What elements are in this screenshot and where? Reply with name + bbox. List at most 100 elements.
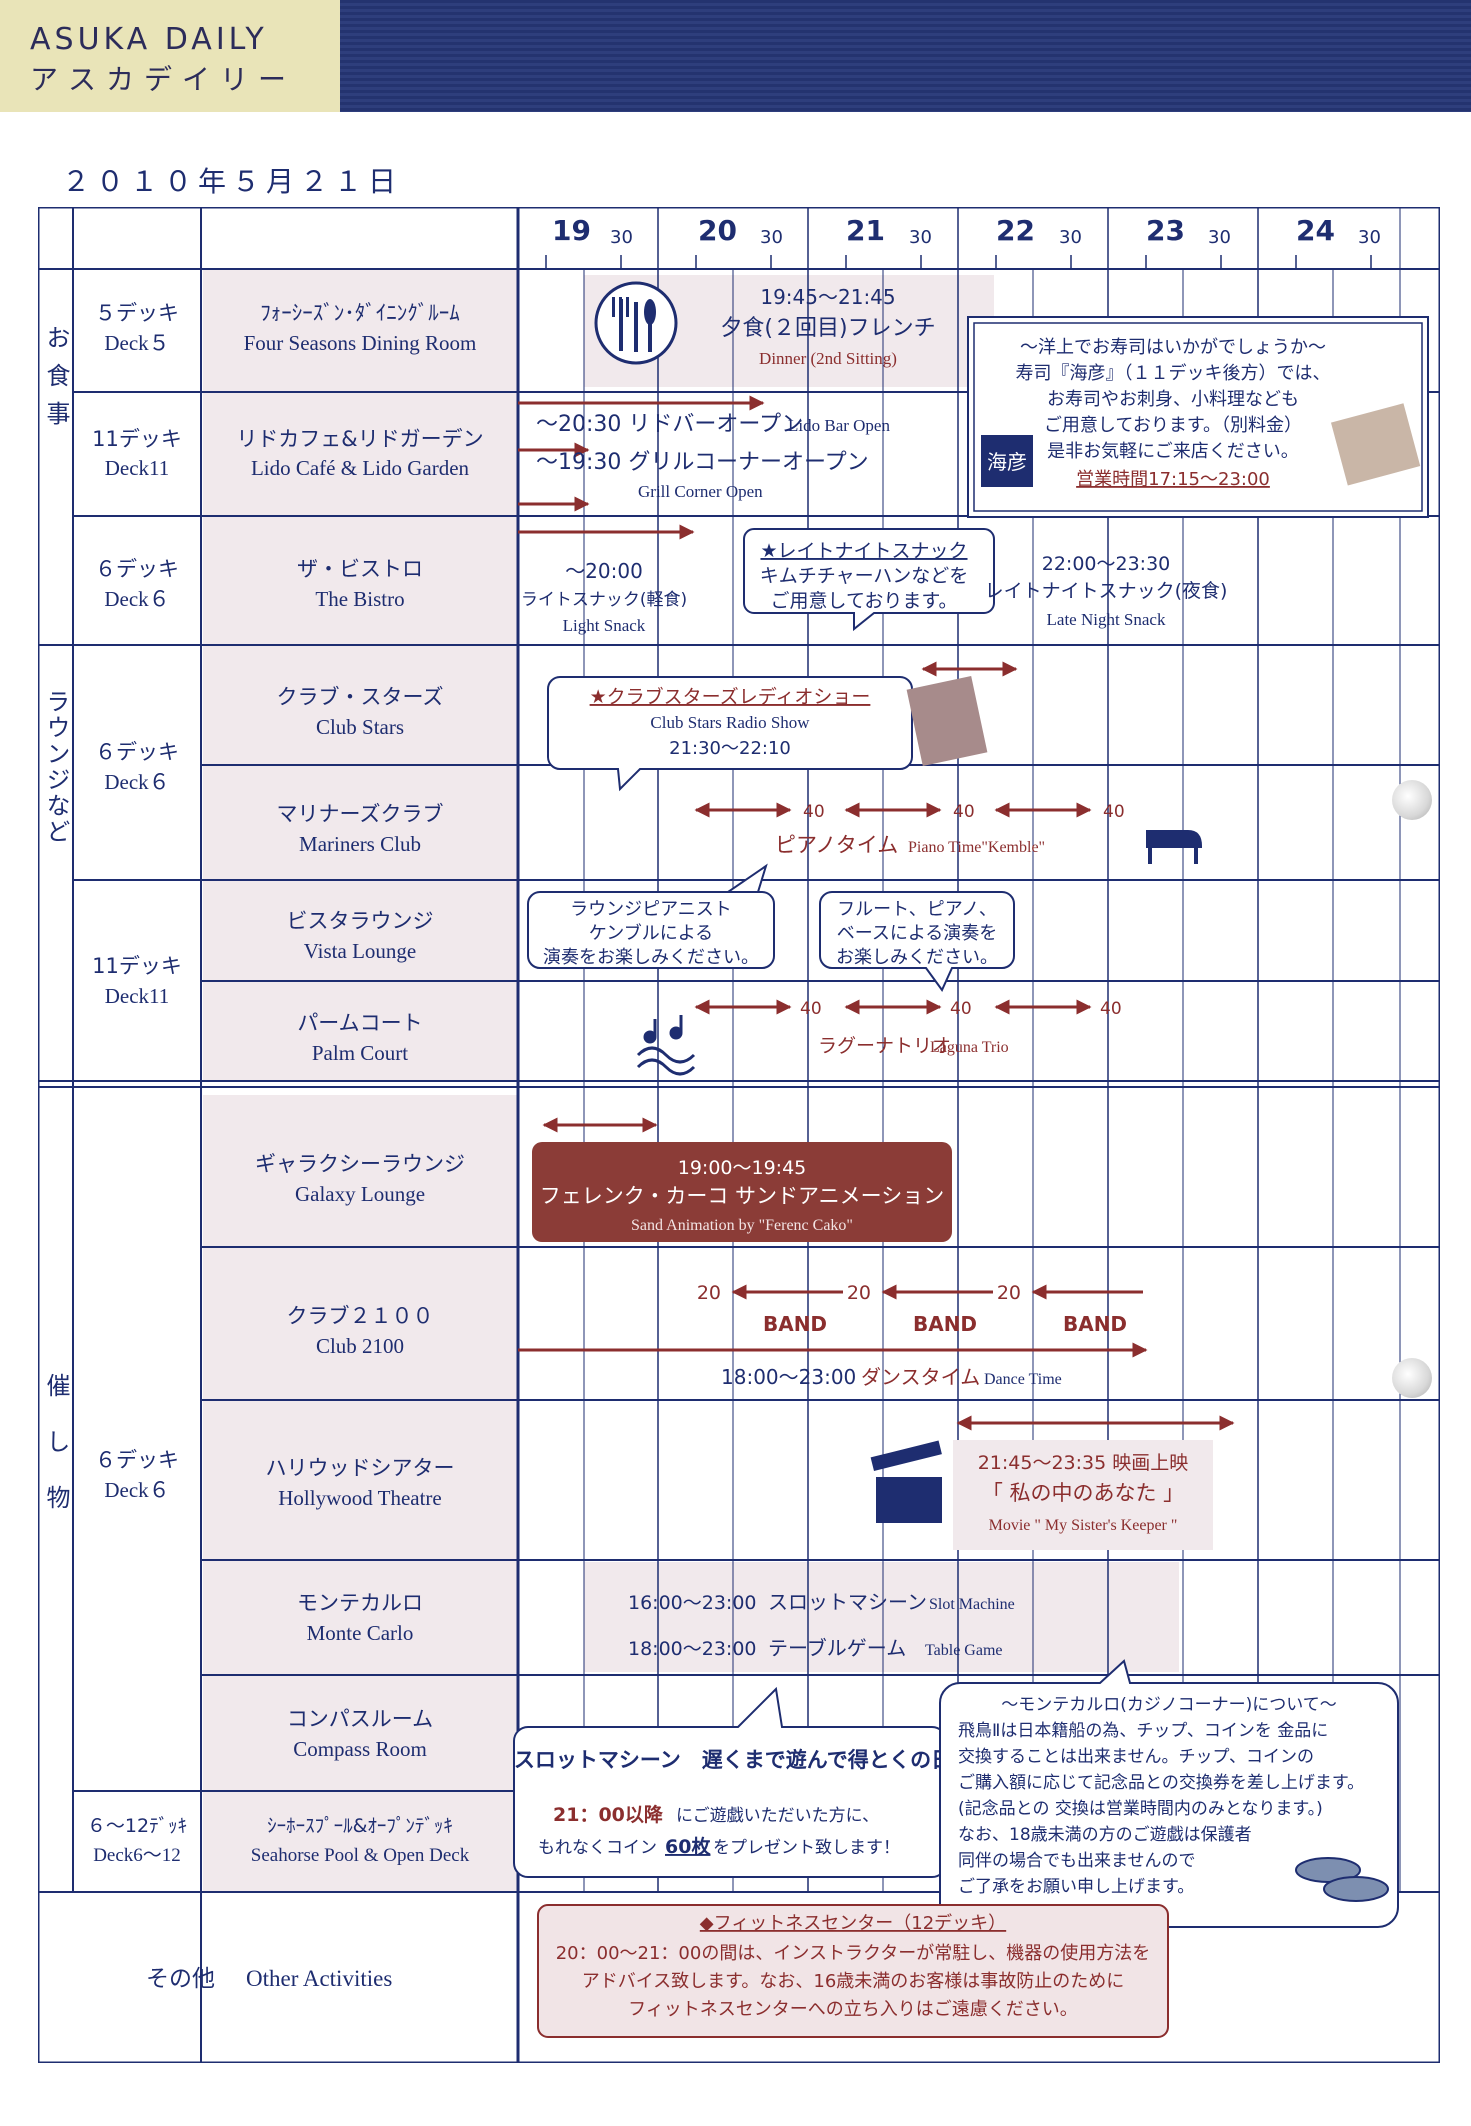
light-snack-en: Light Snack (563, 616, 646, 635)
time-label-30: 30 (760, 227, 783, 248)
promo-highlight-time: 21：00以降 (553, 1803, 664, 1826)
light-snack-time: ～20:00 (565, 559, 643, 583)
venue-mariners-en: Mariners Club (299, 832, 421, 856)
dance-time: 18:00～23:00 (721, 1365, 856, 1389)
venue-lido: リドカフェ&リドガーデン (236, 427, 483, 451)
band-20b: 20 (847, 1282, 871, 1304)
sushi-line1: ～洋上でお寿司はいかがでしょうか～ (1020, 337, 1326, 358)
venue-club2100-en: Club 2100 (316, 1334, 404, 1358)
kemble-line3: 演奏をお楽しみください。 (543, 947, 759, 968)
dance-en: Dance Time (984, 1371, 1062, 1388)
table-time: 18:00～23:00 (628, 1638, 757, 1660)
radio-show-en: Club Stars Radio Show (650, 713, 810, 732)
time-label-24: 24 (1296, 214, 1335, 247)
venue-names: ﾌｫｰｼｰｽﾞﾝ･ﾀﾞｲﾆﾝｸﾞﾙｰﾑ Four Seasons Dining … (236, 301, 483, 1866)
venue-lido-en: Lido Café & Lido Garden (251, 456, 470, 480)
time-label-20: 20 (698, 214, 737, 247)
sand-title: フェレンク・カーコ サンドアニメーション (540, 1184, 944, 1208)
piano-time-en: Piano Time"Kemble" (908, 839, 1045, 856)
casino-line7: 同伴の場合でも出来ませんので (958, 1851, 1196, 1871)
sand-animation-event: 19:00～19:45 フェレンク・カーコ サンドアニメーション Sand An… (532, 1117, 952, 1242)
venue-four-seasons-en: Four Seasons Dining Room (244, 331, 477, 355)
cutlery-icon (612, 297, 656, 352)
fitness-notice: ◆フィットネスセンター（12デッキ） 20：00～21：00の間は、インストラク… (537, 1904, 1169, 2038)
dinner-en: Dinner (2nd Sitting) (759, 349, 897, 368)
radio-show-title: ★クラブスターズレディオショー (590, 685, 871, 708)
movie-en: Movie " My Sister's Keeper " (989, 1517, 1178, 1534)
kemble-callout (527, 863, 775, 969)
fitness-title: ◆フィットネスセンター（12デッキ） (700, 1913, 1006, 1934)
movie-panel (953, 1440, 1213, 1550)
deck-label-en: Deck6～12 (93, 1845, 181, 1866)
club-stars-events: ★クラブスターズレディオショー Club Stars Radio Show 21… (547, 661, 1018, 792)
piano-time: ピアノタイム (775, 833, 898, 857)
header-cream-panel (0, 0, 340, 112)
casino-line5: (記念品との 交換は営業時間内のみとなります。) (958, 1798, 1323, 1819)
deck-label-en: Deck11 (105, 984, 170, 1008)
venue-shading (203, 269, 1179, 1892)
band-20c: 20 (997, 1282, 1021, 1304)
venue-vista: ビスタラウンジ (287, 909, 434, 933)
fitness-box (537, 1904, 1169, 2038)
deck-label-en: Deck６ (104, 1478, 169, 1502)
piano-events: 40 40 40 ピアノタイム Piano Time"Kemble" (694, 802, 1203, 864)
time-label-23: 23 (1146, 214, 1185, 247)
late-callout-line1: ★レイトナイトスナック (760, 540, 967, 562)
table-en: Table Game (925, 1642, 1003, 1659)
venue-seahorse: ｼｰﾎｰｽﾌﾟｰﾙ&ｵｰﾌﾟﾝﾃﾞｯｷ (267, 1815, 453, 1837)
time-label-30: 30 (909, 227, 932, 248)
deck-label: ５デッキ (95, 301, 179, 325)
binder-hole (1392, 780, 1432, 820)
deck-label: 11デッキ (92, 954, 182, 978)
venue-bistro: ザ・ビストロ (297, 557, 423, 581)
radio-show-callout (547, 676, 913, 792)
time-label-22: 22 (996, 214, 1035, 247)
slot-time: 16:00～23:00 (628, 1592, 757, 1614)
time-label-21: 21 (846, 214, 885, 247)
time-label-30: 30 (1358, 227, 1381, 248)
flute-callout (819, 891, 1015, 992)
venue-vista-en: Vista Lounge (304, 939, 416, 963)
venue-bistro-en: The Bistro (315, 587, 404, 611)
venue-hollywood: ハリウッドシアター (266, 1456, 455, 1480)
club2100-events: 20 20 20 BAND BAND BAND 18:00～23:00 ダンスタ… (518, 1282, 1148, 1389)
grand-piano-icon (1146, 830, 1203, 864)
slot-promo: スロットマシーン 遅くまで遊んで得とくの日 21：00以降 にご遊戯いただいた方… (513, 1686, 952, 1878)
sand-en: Sand Animation by "Ferenc Cako" (631, 1217, 853, 1234)
section-labels: お食事 ラウンジなど 催し物 (42, 325, 70, 1541)
deck-labels: ５デッキ Deck５ 11デッキ Deck11 ６デッキ Deck６ ６デッキ … (87, 301, 187, 1866)
deck-label-en: Deck５ (104, 331, 169, 355)
fitness-line2: アドバイス致します。なお、16歳未満のお客様は事故防止のために (582, 1971, 1125, 1992)
timeline-ticks (545, 255, 1372, 269)
casino-chips-icon (1295, 1857, 1389, 1902)
brand-title: ASUKA DAILY (30, 22, 268, 57)
header-navy-band (340, 0, 1471, 112)
slot-title: スロットマシーン (768, 1590, 927, 1614)
lido-events: ～20:30 リドバーオープン Lido Bar Open ～19:30 グリル… (518, 395, 890, 512)
promo-line3a: もれなくコイン (538, 1838, 657, 1858)
fitness-line3: フィットネスセンターへの立ち入りはご遠慮ください。 (628, 1999, 1078, 2020)
venue-club-stars: クラブ・スターズ (277, 685, 444, 709)
dinner-event: 19:45～21:45 夕食(２回目)フレンチ Dinner (2nd Sitt… (594, 281, 936, 368)
deck-label: 11デッキ (92, 427, 182, 451)
timeline-header: 19 30 20 30 21 30 22 30 23 30 24 30 (552, 214, 1381, 248)
band-20a: 20 (697, 1282, 721, 1304)
radio-show-time: 21:30～22:10 (669, 738, 791, 759)
venue-club2100: クラブ２１００ (287, 1304, 434, 1328)
sushi-logo-box (981, 435, 1033, 487)
kemble-line2: ケンブルによる (589, 922, 713, 944)
deck-label-en: Deck11 (105, 456, 170, 480)
late-snack-time: 22:00～23:30 (1042, 553, 1171, 575)
fitness-line1: 20：00～21：00の間は、インストラクターが常駐し、機器の使用方法を (556, 1943, 1151, 1964)
band-label-c: BAND (1063, 1312, 1127, 1336)
laguna-trio: ラグーナトリオ (818, 1035, 951, 1057)
venue-monte: モンテカルロ (297, 1591, 423, 1615)
venue-palm-en: Palm Court (312, 1041, 408, 1065)
late-snack: レイトナイトスナック(夜食) (985, 580, 1228, 602)
time-label-30: 30 (1059, 227, 1082, 248)
sushi-plate-icon (1330, 403, 1421, 486)
deck-label: ６デッキ (95, 557, 179, 581)
sushi-line5: 是非お気軽にご来店ください。 (1047, 441, 1299, 462)
trio-40b: 40 (950, 999, 972, 1019)
late-snack-callout (743, 528, 995, 632)
